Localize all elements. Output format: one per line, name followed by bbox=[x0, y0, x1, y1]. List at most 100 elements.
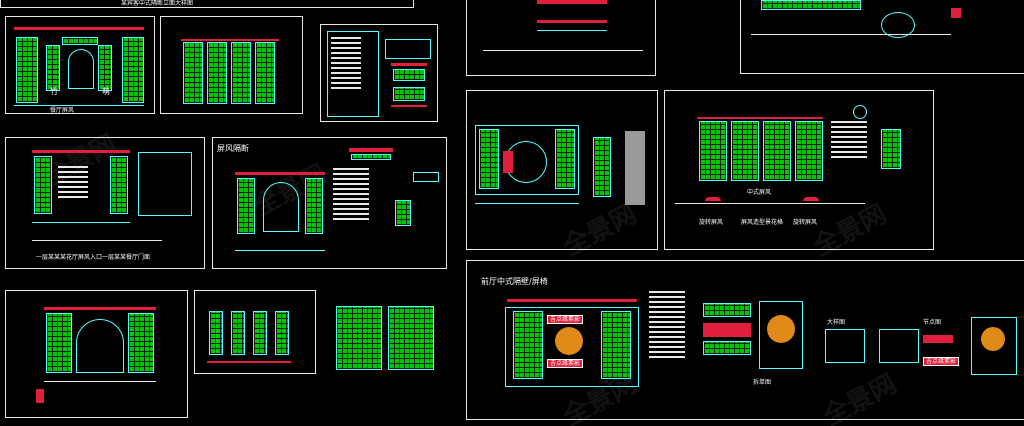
lattice-panel bbox=[46, 45, 60, 91]
caption-right: 旋转屏风 bbox=[793, 219, 818, 226]
lattice-strip bbox=[703, 303, 751, 317]
dimension-line bbox=[32, 222, 130, 223]
panel-foyer-screen: 前厅中式隔壁/屏椅 吉点缘素影 吉点缘素影 拆单图 大样图 节点图 吉点缘素影 bbox=[466, 260, 1024, 420]
detail-box bbox=[971, 317, 1017, 375]
moon-arch bbox=[68, 49, 94, 89]
panel-details bbox=[320, 24, 438, 122]
outline bbox=[505, 307, 639, 387]
seal-plaque: 吉点缘素影 bbox=[547, 359, 584, 368]
rail bbox=[391, 63, 427, 66]
base-rail bbox=[207, 361, 291, 363]
round-medallion bbox=[981, 327, 1005, 351]
lattice-strip bbox=[703, 341, 751, 355]
side-elevation bbox=[138, 152, 192, 216]
outline bbox=[475, 125, 579, 195]
lattice-leaf bbox=[253, 311, 267, 355]
lintel bbox=[14, 27, 144, 30]
small-label-a: 大样图 bbox=[827, 319, 846, 326]
pivot-arc bbox=[803, 197, 819, 201]
lattice-panel bbox=[122, 37, 144, 103]
lattice-panel bbox=[46, 313, 72, 373]
lattice-leaf bbox=[231, 42, 251, 104]
rail bbox=[391, 105, 427, 107]
detail-circle bbox=[881, 12, 915, 38]
panel-arched-screen: 一层某某某花厅屏风入口一层某某餐厅门面 bbox=[5, 137, 205, 269]
seal-plaque: 吉点缘素影 bbox=[547, 315, 584, 324]
lattice-detail bbox=[395, 200, 411, 226]
lattice-door-left bbox=[336, 306, 382, 370]
lattice-leaf bbox=[731, 121, 759, 181]
detail-box bbox=[825, 329, 865, 363]
panel-title: 前厅中式隔壁/屏椅 bbox=[481, 277, 548, 286]
panel-top-middle bbox=[466, 0, 656, 76]
detail-box bbox=[759, 301, 803, 369]
detail-box bbox=[413, 172, 439, 182]
panel-screen-partition: 屏风隔断 bbox=[212, 137, 447, 269]
plan-line bbox=[675, 203, 865, 204]
lattice-panel bbox=[98, 45, 112, 91]
lattice-leaf bbox=[795, 121, 823, 181]
panel-four-leaf bbox=[160, 16, 303, 114]
dimension-line bbox=[537, 30, 607, 31]
lintel bbox=[235, 172, 325, 175]
lattice-panel bbox=[601, 311, 631, 379]
orchid-char: 萌 bbox=[102, 87, 110, 96]
lattice-strip bbox=[393, 87, 425, 101]
callout-circle bbox=[853, 105, 867, 119]
lattice-leaf bbox=[763, 121, 791, 181]
top-rail bbox=[697, 117, 823, 119]
bamboo-char: 竹 bbox=[50, 87, 58, 96]
dimension-line bbox=[475, 203, 579, 204]
lattice-strip bbox=[351, 154, 391, 160]
dimension-line bbox=[14, 105, 144, 106]
rail bbox=[537, 0, 607, 4]
lattice-panel bbox=[34, 156, 52, 214]
caption-middle: 屏风造型景花格 bbox=[741, 219, 784, 226]
section-line bbox=[483, 50, 643, 51]
round-medallion bbox=[767, 315, 795, 343]
caption-left: 旋转屏风 bbox=[699, 219, 724, 226]
pivot-arc bbox=[705, 197, 721, 201]
section-marker bbox=[36, 389, 44, 403]
panel-caption: 餐厅屏风 bbox=[50, 107, 75, 114]
lattice-panel bbox=[479, 129, 499, 189]
title-strip-text: 某宾客中式隔断立面大样图 bbox=[121, 0, 194, 7]
panel-caption: 拆单图 bbox=[753, 379, 772, 386]
lattice-leaf bbox=[183, 42, 203, 104]
lattice-strip bbox=[393, 69, 425, 81]
lattice-panel bbox=[110, 156, 128, 214]
panel-chinese-screen: 中式屏风 旋转屏风 屏风造型景花格 旋转屏风 bbox=[664, 90, 934, 250]
notes-block bbox=[649, 291, 685, 361]
node-marker bbox=[951, 8, 961, 18]
lattice-panel bbox=[555, 129, 575, 189]
lattice-leaf bbox=[275, 311, 289, 355]
lintel bbox=[44, 307, 156, 310]
panel-small-four-leaf bbox=[194, 290, 316, 374]
lattice-side bbox=[593, 137, 611, 197]
doorway-arch bbox=[76, 319, 124, 373]
lattice-leaf bbox=[207, 42, 227, 104]
red-panel bbox=[703, 323, 751, 337]
lattice-leaf bbox=[209, 311, 223, 355]
title-strip: 某宾客中式隔断立面大样图 bbox=[0, 0, 414, 8]
notes-block bbox=[333, 168, 369, 223]
lattice-panel bbox=[16, 37, 38, 103]
lattice-leaf bbox=[231, 311, 245, 355]
panel-caption: 一层某某某花厅屏风入口一层某某餐厅门面 bbox=[36, 254, 151, 261]
lintel bbox=[32, 150, 130, 153]
notes-block bbox=[331, 37, 361, 92]
panel-title: 中式屏风 bbox=[747, 189, 772, 196]
lattice-door-right bbox=[388, 306, 434, 370]
panel-title: 屏风隔断 bbox=[217, 144, 249, 153]
fretwork-pattern bbox=[625, 131, 645, 205]
detail-box bbox=[385, 39, 431, 59]
dimension-line bbox=[32, 240, 162, 241]
lattice-leaf bbox=[699, 121, 727, 181]
gate-detail bbox=[503, 151, 513, 173]
lattice-leaf bbox=[255, 42, 275, 104]
notes-block bbox=[58, 166, 88, 201]
rail bbox=[349, 148, 393, 152]
red-panel bbox=[923, 335, 953, 343]
seal-plaque: 吉点缘素影 bbox=[923, 357, 960, 366]
lattice-strip bbox=[761, 0, 861, 10]
